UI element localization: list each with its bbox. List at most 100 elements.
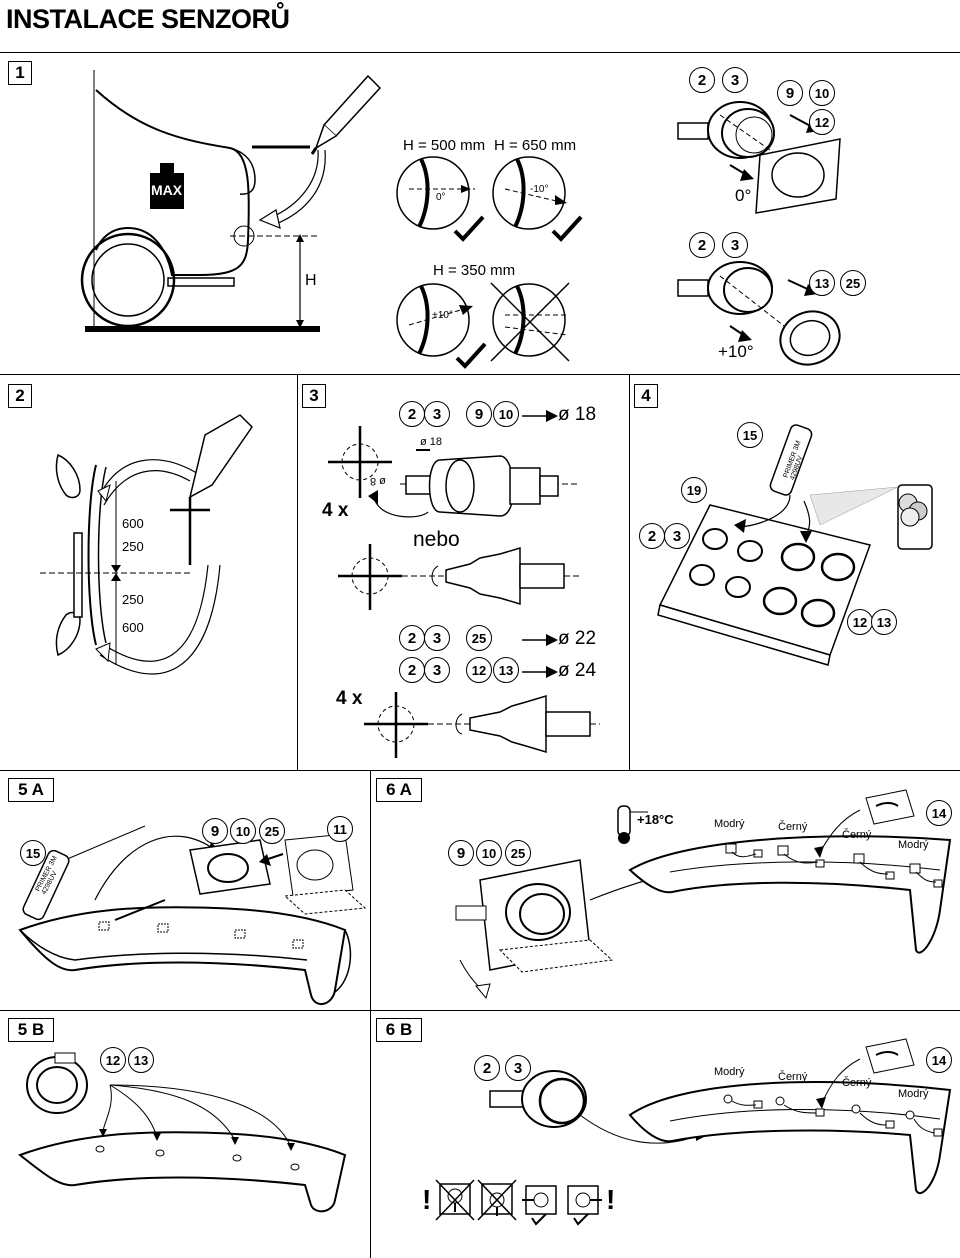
divider-row2 bbox=[0, 770, 960, 771]
step3-num-2: 2 bbox=[399, 401, 425, 427]
divider-top bbox=[0, 52, 960, 53]
dim-600-bottom: 600 bbox=[122, 620, 144, 635]
car-rear-illustration bbox=[80, 70, 326, 332]
step5b-num-12: 12 bbox=[100, 1047, 126, 1073]
wrong-orientation-icon-1 bbox=[435, 1179, 475, 1221]
step3-num-2-c: 2 bbox=[399, 657, 425, 683]
bumper-layout-diagram bbox=[40, 414, 253, 675]
divider-col-3-4 bbox=[629, 374, 630, 770]
warning-mark-right: ! bbox=[606, 1184, 616, 1215]
angle-diagrams bbox=[396, 156, 583, 369]
wire-modry-2-6a: Modrý bbox=[898, 839, 929, 851]
h500-label: H = 500 mm bbox=[403, 137, 486, 154]
dim-600-top: 600 bbox=[122, 516, 144, 531]
max-label: MAX bbox=[151, 182, 183, 198]
bezel-number-12: 12 bbox=[809, 109, 835, 135]
drill-8-label: ø 8 bbox=[370, 475, 386, 487]
step4-num-13: 13 bbox=[871, 609, 897, 635]
height-h-label: H bbox=[305, 272, 317, 289]
dim-250-top: 250 bbox=[122, 539, 144, 554]
sensor-number-2: 2 bbox=[689, 67, 715, 93]
times-4-label-2: 4 x bbox=[336, 688, 363, 709]
step5a-num-11: 11 bbox=[327, 816, 353, 842]
panel-label-5a: 5 A bbox=[8, 778, 54, 802]
step3-row3-result: ø 24 bbox=[558, 660, 597, 681]
warning-mark-left: ! bbox=[422, 1184, 432, 1215]
times-4-label: 4 x bbox=[322, 500, 349, 521]
drill-18-label: ø 18 bbox=[420, 436, 443, 448]
deg0-label: 0° bbox=[436, 192, 446, 203]
h650-label: H = 650 mm bbox=[494, 137, 577, 154]
step3-num-13: 13 bbox=[493, 657, 519, 683]
bezel-number-25: 25 bbox=[840, 270, 866, 296]
panel-label-6b: 6 B bbox=[376, 1018, 422, 1042]
sensor-number-3: 3 bbox=[722, 67, 748, 93]
step6b-num-14: 14 bbox=[926, 1047, 952, 1073]
sensor-number-3-b: 3 bbox=[722, 232, 748, 258]
marker-pen-step1 bbox=[310, 74, 382, 155]
dim-250-bottom: 250 bbox=[122, 592, 144, 607]
step-drill-1 bbox=[338, 544, 580, 610]
step4-num-15: 15 bbox=[737, 422, 763, 448]
wire-cerny-1-6b: Černý bbox=[778, 1071, 808, 1083]
correct-orientation-icon-1 bbox=[522, 1185, 557, 1226]
step6a-num-9: 9 bbox=[448, 840, 474, 866]
step3-num-9: 9 bbox=[466, 401, 492, 427]
step5a-num-10: 10 bbox=[230, 818, 256, 844]
wire-modry-2-6b: Modrý bbox=[898, 1088, 929, 1100]
h350-label: H = 350 mm bbox=[433, 262, 516, 279]
step3-num-2-b: 2 bbox=[399, 625, 425, 651]
wire-cerny-2-6b: Černý bbox=[842, 1077, 872, 1089]
temp-label: +18°C bbox=[637, 812, 674, 827]
divider-row1 bbox=[0, 374, 960, 375]
sensor-bezel-bottom bbox=[677, 261, 841, 366]
step3-num-10: 10 bbox=[493, 401, 519, 427]
step3-num-12: 12 bbox=[466, 657, 492, 683]
primer-plate-diagram bbox=[657, 424, 933, 666]
step6b-num-2: 2 bbox=[474, 1055, 500, 1081]
correct-orientation-icon-2 bbox=[567, 1185, 602, 1226]
bezel-number-10: 10 bbox=[809, 80, 835, 106]
wire-cerny-2-6a: Černý bbox=[842, 829, 872, 841]
divider-col-2-3 bbox=[297, 374, 298, 770]
panel-label-6a: 6 A bbox=[376, 778, 422, 802]
sensor-mount-6a bbox=[455, 789, 952, 1000]
step6b-num-3: 3 bbox=[505, 1055, 531, 1081]
sensor-number-2-b: 2 bbox=[689, 232, 715, 258]
step4-num-2: 2 bbox=[639, 523, 665, 549]
step3-num-3-b: 3 bbox=[424, 625, 450, 651]
divider-6a-6b bbox=[370, 1010, 960, 1011]
step5b-num-13: 13 bbox=[128, 1047, 154, 1073]
wire-modry-1-6b: Modrý bbox=[714, 1066, 745, 1078]
step5a-num-25: 25 bbox=[259, 818, 285, 844]
step6a-num-25: 25 bbox=[505, 840, 531, 866]
panel-label-5b: 5 B bbox=[8, 1018, 54, 1042]
step4-num-3: 3 bbox=[664, 523, 690, 549]
step3-row1-result: ø 18 bbox=[558, 404, 597, 425]
step6a-num-14: 14 bbox=[926, 800, 952, 826]
angle-p10-label: +10° bbox=[718, 342, 754, 361]
bezel-number-9: 9 bbox=[777, 80, 803, 106]
step3-num-3: 3 bbox=[424, 401, 450, 427]
degp10-label: +10° bbox=[432, 310, 453, 321]
step3-row2-result: ø 22 bbox=[558, 628, 597, 649]
page-title: INSTALACE SENZORŮ bbox=[6, 4, 290, 34]
sensor-mount-6b bbox=[489, 1038, 952, 1194]
panel-label-1: 1 bbox=[8, 61, 32, 85]
orientation-icons bbox=[435, 1179, 602, 1226]
bumper-5b bbox=[17, 1052, 347, 1213]
bezel-number-13: 13 bbox=[809, 270, 835, 296]
step5a-num-15: 15 bbox=[20, 840, 46, 866]
sensor-bezel-top bbox=[677, 101, 841, 214]
step3-arrows bbox=[522, 410, 558, 678]
drill-bit-18 bbox=[328, 426, 580, 518]
step6a-num-10: 10 bbox=[476, 840, 502, 866]
panel-label-2: 2 bbox=[8, 384, 32, 408]
step-drill-2 bbox=[364, 692, 600, 758]
wrong-orientation-icon-2 bbox=[477, 1179, 517, 1221]
degm10-label: -10° bbox=[530, 184, 549, 195]
step4-num-12: 12 bbox=[847, 609, 873, 635]
wire-cerny-1-6a: Černý bbox=[778, 821, 808, 833]
bumper-5a bbox=[18, 825, 367, 1005]
step3-num-3-c: 3 bbox=[424, 657, 450, 683]
